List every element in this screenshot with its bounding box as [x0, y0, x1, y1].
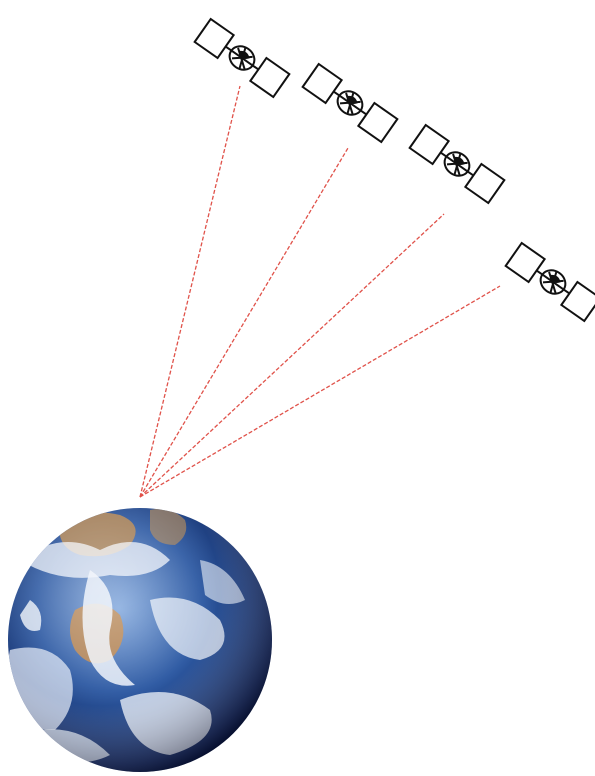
- signal-line-3: [140, 214, 444, 497]
- signal-line-1: [140, 86, 240, 497]
- satellite-icon: [410, 125, 505, 203]
- satellite-icon: [303, 64, 398, 142]
- signal-lines: [140, 86, 500, 497]
- signal-line-4: [140, 286, 500, 497]
- signal-line-2: [140, 148, 348, 497]
- satellite-icon: [195, 19, 290, 97]
- satellites: [195, 19, 595, 321]
- satellite-icon: [506, 243, 595, 321]
- earth-globe: [0, 508, 272, 772]
